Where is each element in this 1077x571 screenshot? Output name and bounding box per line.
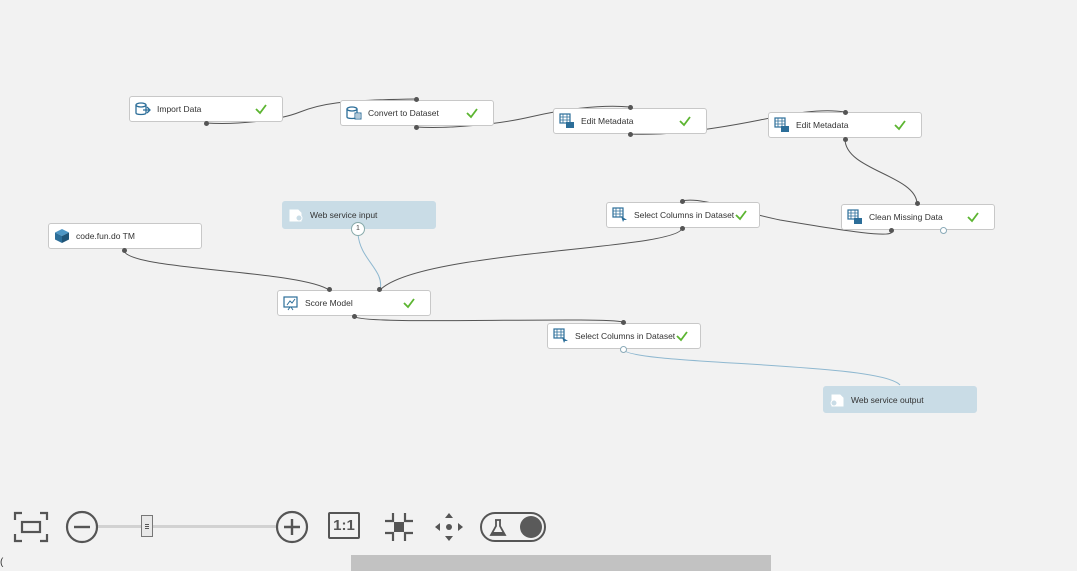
output-port[interactable] xyxy=(940,227,947,234)
canvas-toolbar: 1:1 xyxy=(0,505,560,550)
output-port[interactable] xyxy=(620,346,627,353)
web-service-output-icon xyxy=(830,394,844,406)
trained-model-code-fun-do-tm[interactable]: code.fun.do TM xyxy=(48,223,202,249)
input-port[interactable] xyxy=(680,199,685,204)
module-score-model[interactable]: Score Model xyxy=(277,290,431,316)
experiment-view-toggle[interactable] xyxy=(480,512,546,542)
input-port[interactable] xyxy=(915,201,920,206)
table-edit-icon xyxy=(774,117,789,132)
check-icon xyxy=(403,298,415,309)
table-edit-icon xyxy=(559,113,574,128)
connection-wsinput-to-score xyxy=(357,233,382,291)
autolayout-icon[interactable] xyxy=(383,511,415,543)
module-clean-missing-data[interactable]: Clean Missing Data xyxy=(841,204,995,230)
fit-to-screen-icon[interactable] xyxy=(13,511,49,543)
module-label: Edit Metadata xyxy=(581,116,634,126)
horizontal-scrollbar[interactable] xyxy=(351,555,771,571)
actual-size-button[interactable]: 1:1 xyxy=(328,512,360,539)
connection-score-to-select2 xyxy=(353,315,624,323)
cube-icon xyxy=(55,229,69,243)
connection-edit2-to-clean xyxy=(844,138,918,204)
check-icon xyxy=(679,116,691,127)
port-badge[interactable]: 1 xyxy=(351,222,365,236)
zoom-slider-track[interactable] xyxy=(98,525,276,528)
check-icon xyxy=(735,210,747,221)
pan-icon[interactable] xyxy=(433,511,465,543)
web-service-input-icon xyxy=(289,209,303,222)
import-data-icon xyxy=(135,102,151,116)
table-edit-icon xyxy=(847,209,862,224)
module-edit-metadata[interactable]: Edit Metadata xyxy=(553,108,707,134)
output-port[interactable] xyxy=(843,137,848,142)
input-port[interactable] xyxy=(327,287,332,292)
score-model-icon xyxy=(283,296,298,311)
output-port[interactable] xyxy=(204,121,209,126)
module-label: Clean Missing Data xyxy=(869,212,943,222)
module-label: Convert to Dataset xyxy=(368,108,439,118)
connection-select1-to-score xyxy=(379,227,683,291)
table-select-icon xyxy=(612,207,627,222)
module-edit-metadata[interactable]: Edit Metadata xyxy=(768,112,922,138)
connection-tm-to-score xyxy=(123,249,330,291)
module-label: Select Columns in Dataset xyxy=(575,331,676,341)
module-select-columns[interactable]: Select Columns in Dataset xyxy=(547,323,701,349)
convert-dataset-icon xyxy=(346,106,362,120)
web-service-output[interactable]: Web service output xyxy=(823,386,977,413)
module-import-data[interactable]: Import Data xyxy=(129,96,283,122)
module-label: Score Model xyxy=(305,298,353,308)
input-port[interactable] xyxy=(843,110,848,115)
input-port[interactable] xyxy=(414,97,419,102)
output-port[interactable] xyxy=(680,226,685,231)
input-port[interactable] xyxy=(628,105,633,110)
output-port[interactable] xyxy=(122,248,127,253)
toggle-knob xyxy=(520,516,542,538)
output-port[interactable] xyxy=(352,314,357,319)
table-select-icon xyxy=(553,328,568,343)
module-label: Web service input xyxy=(310,210,378,220)
connection-select2-to-wsoutput xyxy=(622,348,901,386)
output-port[interactable] xyxy=(414,125,419,130)
flask-icon xyxy=(489,519,507,536)
module-label: Edit Metadata xyxy=(796,120,849,130)
zoom-slider-thumb[interactable] xyxy=(141,515,153,537)
module-label: Web service output xyxy=(851,394,924,405)
check-icon xyxy=(466,108,478,119)
input-port[interactable] xyxy=(621,320,626,325)
output-port[interactable] xyxy=(628,132,633,137)
module-label: Select Columns in Dataset xyxy=(634,210,735,220)
zoom-in-icon[interactable] xyxy=(275,510,309,544)
check-icon xyxy=(255,104,267,115)
module-select-columns[interactable]: Select Columns in Dataset xyxy=(606,202,760,228)
edge-glyph: ( xyxy=(0,557,4,568)
check-icon xyxy=(894,120,906,131)
module-label: code.fun.do TM xyxy=(76,231,135,241)
check-icon xyxy=(967,212,979,223)
input-port[interactable] xyxy=(377,287,382,292)
output-port[interactable] xyxy=(889,228,894,233)
module-label: Import Data xyxy=(157,104,202,114)
zoom-out-icon[interactable] xyxy=(65,510,99,544)
module-convert-to-dataset[interactable]: Convert to Dataset xyxy=(340,100,494,126)
check-icon xyxy=(676,331,688,342)
